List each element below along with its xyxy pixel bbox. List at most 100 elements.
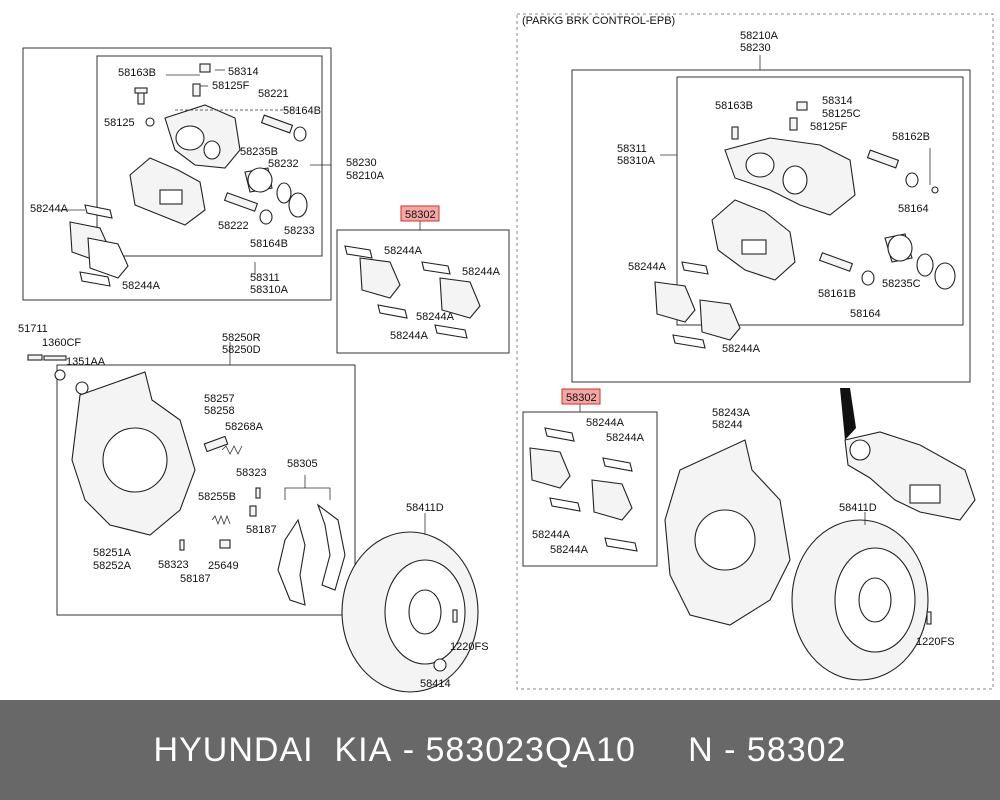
label-1360CF: 1360CF — [42, 337, 81, 349]
seal-ring-58233 — [288, 192, 308, 218]
guide-pin-lower-left — [223, 192, 273, 225]
screw-1220FS-right — [926, 611, 932, 625]
label-58244A-left-1: 58244A — [30, 203, 69, 215]
label-58125C: 58125C — [822, 108, 861, 120]
label-58235C: 58235C — [882, 278, 921, 290]
cap-58314-right — [789, 101, 808, 131]
guide-pin-upper-left — [260, 114, 307, 142]
callout-box-58302-right — [561, 388, 601, 405]
label-58310A-right: 58310A — [617, 155, 656, 167]
bolt-58163B-left — [134, 87, 148, 105]
label-58230-left: 58230 — [346, 157, 377, 169]
label-58243A: 58243A — [712, 407, 751, 419]
label-58235B: 58235B — [240, 146, 278, 158]
brake-pad-left-inner — [69, 221, 129, 279]
parking-shoe-frame — [56, 364, 356, 616]
label-58222: 58222 — [218, 220, 249, 232]
bleeder-58125 — [145, 117, 155, 127]
label-58221: 58221 — [258, 88, 289, 100]
epb-motor-caliper — [844, 431, 976, 521]
part-labels: (PARKG BRK CONTROL-EPB) 58163B 58314 581… — [18, 15, 955, 690]
epb-brake-pads — [654, 261, 741, 349]
label-58232: 58232 — [268, 158, 299, 170]
label-58187-lower: 58187 — [180, 573, 211, 585]
label-58244A-right-1: 58244A — [628, 261, 667, 273]
label-58323-upper: 58323 — [236, 467, 267, 479]
label-58302-left: 58302 — [405, 209, 436, 221]
label-58411D-right: 58411D — [839, 502, 877, 514]
label-58164-right-lower: 58164 — [850, 308, 881, 320]
epb-section-frame — [516, 13, 994, 690]
caliper-assembly-frame-right — [571, 69, 971, 383]
pad-clip-lower-left — [79, 271, 111, 287]
label-58125F-right: 58125F — [810, 121, 848, 133]
label-58244A-left-5: 58244A — [416, 311, 455, 323]
guide-pin-58161B — [818, 252, 875, 286]
label-58244A-right-3: 58244A — [586, 417, 625, 429]
part-number-banner: HYUNDAI KIA - 583023QA10 N - 58302 — [0, 700, 1000, 800]
epb-caliper-housing — [724, 137, 856, 216]
label-58311-right: 58311 — [617, 143, 647, 155]
footer-gap — [636, 731, 688, 770]
bolt-51711 — [27, 354, 67, 361]
caliper-bracket-left — [129, 157, 206, 226]
brake-disc-58411D-left — [341, 531, 479, 693]
label-58252A: 58252A — [93, 560, 132, 572]
label-58161B: 58161B — [818, 288, 856, 300]
label-58251A: 58251A — [93, 547, 132, 559]
caliper-assembly-frame-left — [22, 47, 332, 301]
spring-58255B — [211, 514, 231, 526]
screw-1220FS-left — [452, 609, 458, 623]
parts-diagram: (PARKG BRK CONTROL-EPB) 58163B 58314 581… — [18, 13, 994, 693]
label-58258: 58258 — [204, 405, 235, 417]
label-58210A-right: 58210A — [740, 30, 779, 42]
clip-25649 — [219, 539, 231, 549]
label-1220FS-right: 1220FS — [916, 636, 955, 648]
label-58314-right: 58314 — [822, 95, 853, 107]
label-58244A-left-2: 58244A — [122, 280, 161, 292]
pad-kit-frame-right — [522, 411, 658, 567]
label-58244A-right-6: 58244A — [550, 544, 589, 556]
piston-58235C — [884, 233, 956, 290]
label-58257: 58257 — [204, 393, 235, 405]
callout-box-58302-left — [400, 205, 440, 222]
footer-separator: - — [392, 730, 426, 769]
label-58162B: 58162B — [892, 131, 930, 143]
washer-1351AA — [75, 381, 89, 395]
leader-lines — [60, 55, 931, 535]
label-58244A-left-4: 58244A — [462, 266, 501, 278]
label-58311-left: 58311 — [250, 272, 280, 284]
label-1351AA: 1351AA — [66, 356, 106, 368]
section-title: (PARKG BRK CONTROL-EPB) — [522, 15, 675, 27]
adjuster-58257 — [203, 435, 229, 453]
label-58244A-right-5: 58244A — [532, 529, 571, 541]
label-58244: 58244 — [712, 419, 743, 431]
label-58302-right: 58302 — [566, 392, 597, 404]
label-58244A-left-3: 58244A — [384, 245, 423, 257]
footer-separator-2: - — [713, 730, 747, 769]
pin-58323-upper — [255, 487, 261, 499]
label-58244A-right-2: 58244A — [722, 343, 761, 355]
epb-caliper-bracket — [711, 199, 796, 281]
label-58230-right: 58230 — [740, 42, 771, 54]
seal-ring-58232 — [276, 182, 292, 204]
callout-arrow-icon — [840, 388, 856, 440]
label-58250R: 58250R — [222, 332, 261, 344]
spring-58268A — [221, 445, 243, 455]
caliper-inner-frame-right — [676, 76, 964, 326]
label-58310A-left: 58310A — [250, 284, 289, 296]
label-58244A-right-4: 58244A — [606, 432, 645, 444]
label-58163B-right: 58163B — [715, 100, 753, 112]
label-58164B-left-upper: 58164B — [283, 105, 321, 117]
dust-shield-58243A — [664, 439, 791, 626]
brake-pad-kit-left — [344, 245, 481, 339]
caliper-inner-frame-left — [96, 55, 323, 257]
brake-pad-kit-right — [529, 427, 638, 552]
label-1220FS-left: 1220FS — [450, 641, 489, 653]
pin-58187 — [249, 505, 257, 517]
pin-58323-lower — [179, 539, 185, 551]
label-58164B-left-lower: 58164B — [250, 238, 288, 250]
parking-shoes-58305 — [277, 503, 346, 606]
label-58323-lower: 58323 — [158, 559, 189, 571]
plug-58414 — [433, 658, 447, 672]
